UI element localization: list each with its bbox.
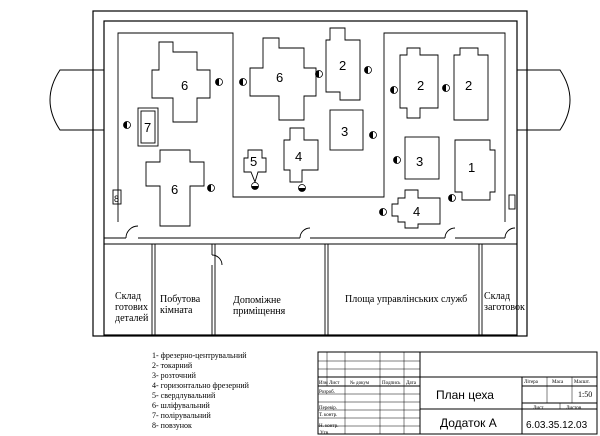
scale-value: 1:50 xyxy=(578,390,592,399)
workstation-marker-2 xyxy=(239,78,247,86)
workstation-marker-8 xyxy=(251,182,259,190)
workstation-marker-1 xyxy=(215,78,223,86)
header-sheets-total: Листов xyxy=(566,406,582,411)
row-developer: Розроб. xyxy=(319,390,335,395)
workstation-marker-10 xyxy=(390,86,398,94)
header-doc-number: № докум xyxy=(350,380,370,386)
row-approved: Утв. xyxy=(320,431,329,436)
machine-label-2a: 2 xyxy=(339,58,346,73)
machine-label-4b: 4 xyxy=(413,204,420,219)
legend-item: 1- фрезерно-центрувальний xyxy=(152,351,247,360)
workstation-marker-4 xyxy=(364,66,372,74)
legend-item: 8- повзунок xyxy=(152,421,192,430)
row-norm-control: Н. контр. xyxy=(319,424,338,429)
title-block: Изм Лист № докум Подпись Дата Розроб. Пе… xyxy=(317,351,598,436)
left-gate xyxy=(49,69,104,131)
machine-outlines xyxy=(112,27,516,229)
machine-label-4a: 4 xyxy=(295,149,302,164)
header-date: Дата xyxy=(406,381,417,386)
legend-item: 2- токарний xyxy=(152,361,193,370)
room-finished-parts-line1: Склад xyxy=(115,291,141,302)
machine-legend: 1- фрезерно-центрувальний 2- токарний 3-… xyxy=(152,351,250,430)
workstation-marker-9 xyxy=(298,184,306,192)
machine-label-6c: 6 xyxy=(171,182,178,197)
header-signature: Подпись xyxy=(382,381,401,386)
header-sheet: Лист xyxy=(329,381,340,386)
document-code: 6.03.35.12.03 xyxy=(526,420,588,431)
machine-label-3a: 3 xyxy=(341,124,348,139)
header-sheet-number: Лист xyxy=(533,406,544,411)
header-mass: Маса xyxy=(552,380,564,385)
production-zone-outline xyxy=(117,32,506,222)
machine-label-6a: 6 xyxy=(181,78,188,93)
machine-label-2c: 2 xyxy=(465,78,472,93)
legend-item: 7- полірувальний xyxy=(152,411,211,420)
workstation-marker-5 xyxy=(369,131,377,139)
machine-label-7: 7 xyxy=(144,120,151,135)
machine-label-2b: 2 xyxy=(417,78,424,93)
room-auxiliary-line2: приміщення xyxy=(233,306,286,317)
workstation-marker-6 xyxy=(123,121,131,129)
room-auxiliary-line1: Допоміжне xyxy=(233,295,281,306)
workstation-marker-3 xyxy=(315,70,323,78)
machine-label-6b: 6 xyxy=(276,70,283,85)
machine-label-3b: 3 xyxy=(416,154,423,169)
workstation-marker-11 xyxy=(442,84,450,92)
legend-item: 5- свердлувальний xyxy=(152,391,216,400)
room-finished-parts-line2: готових xyxy=(115,302,148,313)
room-services-area: Площа управлінських служб xyxy=(345,294,467,305)
legend-item: 4- горизонтально фрезерний xyxy=(152,381,250,390)
room-household-line2: кімната xyxy=(160,305,193,316)
room-blanks-store-line1: Склад xyxy=(484,291,510,302)
room-partitions xyxy=(104,225,517,335)
legend-item: 6- шліфувальний xyxy=(152,401,211,410)
machine-numbers: 6 6 6 7 8 5 4 2 3 2 2 3 1 4 xyxy=(114,58,475,219)
machine-label-1: 1 xyxy=(468,160,475,175)
legend-item: 3- розточний xyxy=(152,371,197,380)
header-litera: Літера xyxy=(524,380,539,385)
row-checker: Перевір. xyxy=(319,406,337,411)
exterior-walls xyxy=(92,10,528,337)
header-change: Изм xyxy=(319,381,329,386)
appendix-label: Додаток А xyxy=(440,416,497,430)
machine-label-5: 5 xyxy=(250,154,257,169)
workstation-marker-12 xyxy=(393,156,401,164)
workstation-marker-14 xyxy=(379,208,387,216)
drawing-title: План цеха xyxy=(436,388,494,402)
header-scale: Масшт. xyxy=(574,380,590,385)
room-labels: Склад готових деталей Побутова кімната Д… xyxy=(115,291,525,324)
workstation-marker-7 xyxy=(207,184,215,192)
row-tech-control: Т. контр. xyxy=(319,413,337,418)
right-gate xyxy=(517,69,571,131)
room-blanks-store-line2: заготовок xyxy=(484,302,525,313)
workstation-marker-13 xyxy=(448,194,456,202)
room-household-line1: Побутова xyxy=(160,294,201,305)
machine-label-8: 8 xyxy=(114,194,119,204)
room-finished-parts-line3: деталей xyxy=(115,313,149,324)
operator-workstation-markers xyxy=(123,66,456,216)
